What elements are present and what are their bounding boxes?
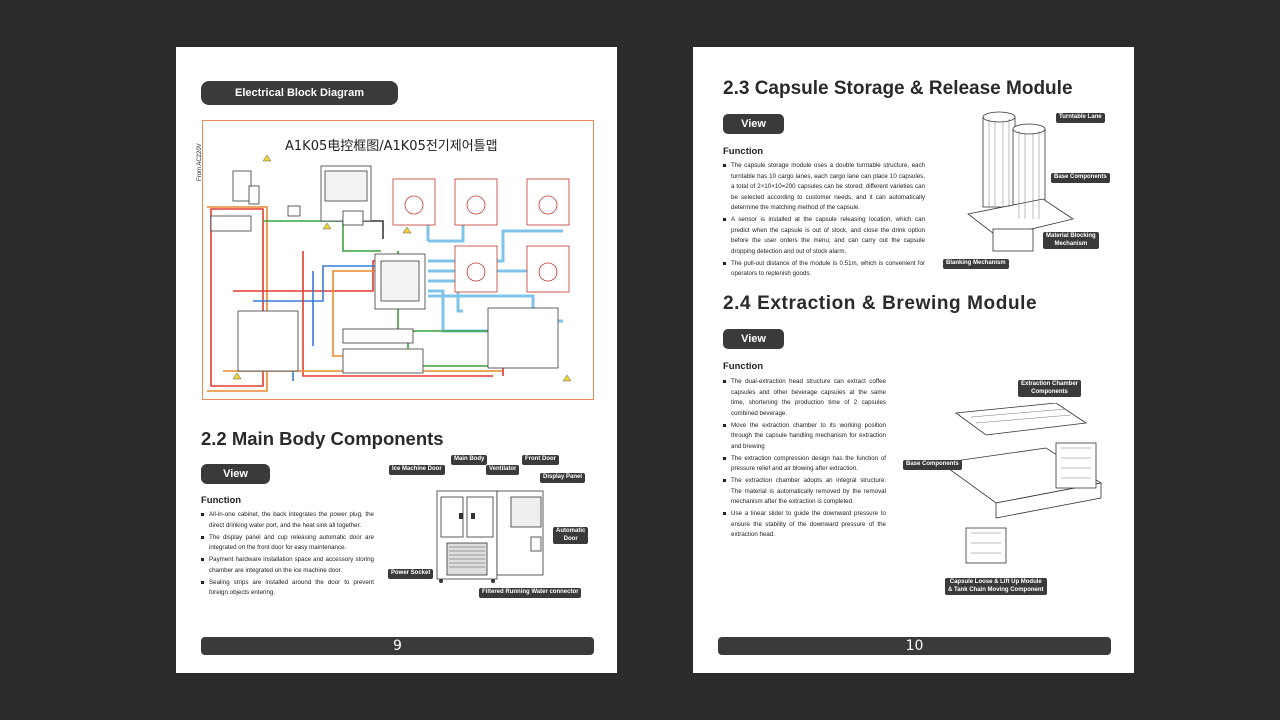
callout-material-blocking-line-1: Material Blocking <box>1046 233 1096 239</box>
function-list-extraction-brewing: The dual-extraction head structure can e… <box>723 377 886 542</box>
callout-material-blocking-line-2: Mechanism <box>1054 240 1088 247</box>
header-pill-electrical-block-diagram: Electrical Block Diagram <box>201 81 398 105</box>
function-list-capsule-storage: The capsule storage module uses a double… <box>723 161 925 281</box>
list-item: The pull-out distance of the module is 0… <box>723 259 925 280</box>
callout-power-socket: Power Socket <box>388 569 434 579</box>
capsule-storage-illustration <box>967 111 1074 252</box>
list-item: A sensor is installed at the capsule rel… <box>723 215 925 257</box>
callout-front-door: Front Door <box>522 455 559 465</box>
function-label: Function <box>723 146 764 157</box>
list-item: The capsule storage module uses a double… <box>723 161 925 214</box>
view-button-label: View <box>741 333 766 345</box>
section-title-main-body: 2.2 Main Body Components <box>201 428 444 449</box>
callout-main-body: Main Body <box>451 455 488 465</box>
list-item: Move the extraction chamber to its worki… <box>723 421 886 453</box>
callout-base-components: Base Components <box>1051 173 1110 183</box>
view-button-label: View <box>741 118 766 130</box>
function-label: Function <box>723 361 764 372</box>
list-item: The extraction chamber adopts an integra… <box>723 476 886 508</box>
list-item: The dual-extraction head structure can e… <box>723 377 886 419</box>
header-pill-label: Electrical Block Diagram <box>234 87 364 99</box>
callout-capsule-loose-line-2: & Tank Chain Moving Component <box>948 586 1044 593</box>
callout-base-components-extraction: Base Components <box>903 460 962 470</box>
callout-extraction-chamber-line-2: Components <box>1031 388 1068 395</box>
list-item: Payment hardware installation space and … <box>201 555 374 576</box>
list-item: All-in-one cabinet, the back integrates … <box>201 510 374 531</box>
callout-material-blocking: Material Blocking Mechanism <box>1043 232 1099 249</box>
callout-capsule-loose-line-1: Capsule Loose & Lift Up Module <box>949 579 1042 585</box>
list-item: The extraction compression design has th… <box>723 454 886 475</box>
callout-ice-machine-door: Ice Machine Door <box>389 465 445 475</box>
page-number-bar: 9 <box>201 637 594 655</box>
page-number: 9 <box>393 638 402 654</box>
section-title-capsule-storage: 2.3 Capsule Storage & Release Module <box>723 78 1073 99</box>
diagram-title: A1K05电控框图/A1K05전기제어틀맵 <box>285 139 498 154</box>
function-label: Function <box>201 495 242 506</box>
section-title-extraction-brewing: 2.4 Extraction & Brewing Module <box>723 293 1038 314</box>
page-number: 10 <box>905 638 924 654</box>
function-list: All-in-one cabinet, the back integrates … <box>201 510 374 600</box>
view-button-label: View <box>223 468 248 480</box>
view-button-main-body[interactable]: View <box>201 464 270 484</box>
list-item: The display panel and cup releasing auto… <box>201 533 374 554</box>
callout-ventilator: Ventilator <box>486 465 520 475</box>
callout-extraction-chamber-line-1: Extraction Chamber <box>1021 381 1079 387</box>
list-item: Use a linear slider to guide the downwar… <box>723 509 886 541</box>
callout-turntable-lane: Turntable Lane <box>1056 113 1105 123</box>
extraction-brewing-illustration <box>939 403 1103 564</box>
main-body-illustration <box>436 490 544 583</box>
electrical-block-diagram: A1K05电控框图/A1K05전기제어틀맵 From AC220V <box>197 120 594 400</box>
callout-display-panel: Display Panel <box>540 473 586 483</box>
callout-automatic-door-line-2: Door <box>563 535 578 542</box>
callout-blanking-mechanism: Blanking Mechanism <box>943 259 1009 269</box>
list-item: Sealing strips are installed around the … <box>201 578 374 599</box>
view-button-extraction-brewing[interactable]: View <box>723 329 784 349</box>
diagram-wiring <box>207 154 572 392</box>
page-9: Electrical Block Diagram A1K05电控框图/A1K05… <box>176 47 617 673</box>
view-button-capsule-storage[interactable]: View <box>723 114 784 134</box>
callout-capsule-loose-module: Capsule Loose & Lift Up Module & Tank Ch… <box>945 578 1047 595</box>
callout-automatic-door: Automatic Door <box>553 527 589 544</box>
callout-extraction-chamber: Extraction Chamber Components <box>1018 380 1082 397</box>
page-number-bar: 10 <box>718 637 1111 655</box>
callout-automatic-door-line-1: Automatic <box>556 528 586 534</box>
callout-filtered-water-connector: Filtered Running Water connector <box>479 588 582 598</box>
page-10: 2.3 Capsule Storage & Release Module Vie… <box>693 47 1134 673</box>
